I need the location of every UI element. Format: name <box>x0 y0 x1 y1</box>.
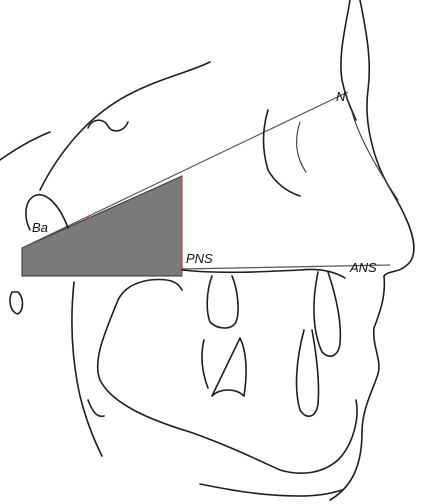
soft-tissue-nose-profile <box>360 0 414 276</box>
label-ans: ANS <box>349 260 377 275</box>
hyoid-contour <box>88 400 104 416</box>
upper-incisor <box>314 272 340 356</box>
label-ba: Ba <box>32 220 48 235</box>
upper-molar <box>207 276 238 328</box>
label-pns: PNS <box>186 251 213 266</box>
lower-jaw-bottom <box>200 484 342 496</box>
ba-n-line <box>22 92 348 248</box>
label-n: N <box>336 89 346 104</box>
vertebra-contour <box>10 292 23 314</box>
orbit-inner-contour <box>297 122 306 172</box>
sella-turcica <box>88 120 128 131</box>
upper-posterior-contour <box>0 132 50 160</box>
ba-marker <box>86 216 90 220</box>
maxilla-contour <box>182 269 345 278</box>
ramus-contour <box>118 279 182 300</box>
lower-molar <box>202 338 246 396</box>
lower-incisor <box>297 330 319 416</box>
orbit-contour <box>264 110 301 196</box>
